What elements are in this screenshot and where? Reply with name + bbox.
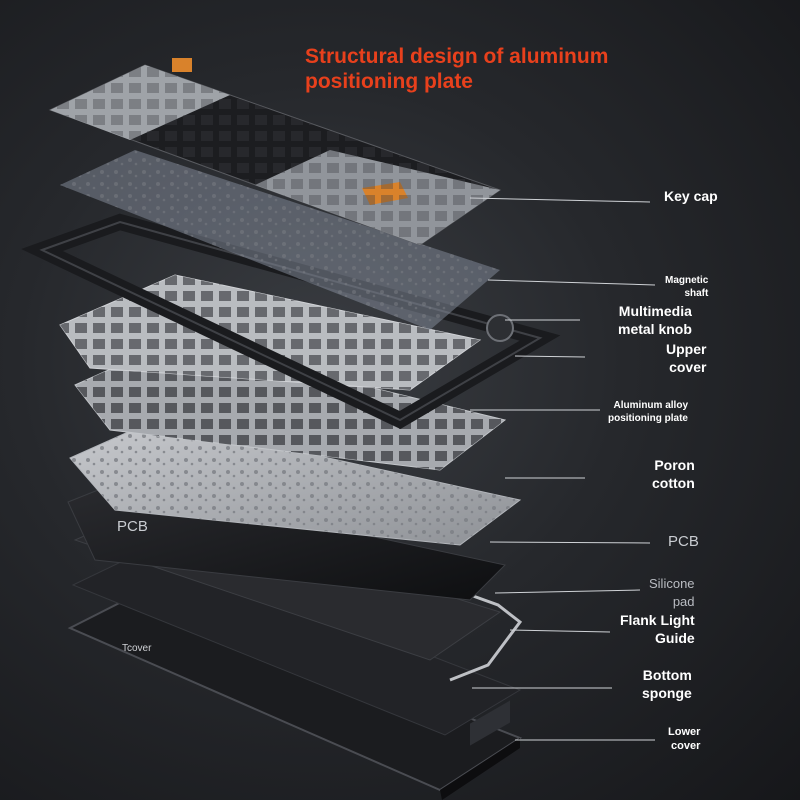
label-aluminum-plate: Aluminum alloy positioning plate	[608, 400, 688, 424]
label-silicone-pad: Silicone pad	[649, 576, 695, 609]
title-line-1: Structural design of aluminum	[305, 45, 609, 68]
label-lower-cover: Lower cover	[668, 726, 701, 752]
label-key-cap: Key cap	[664, 188, 718, 204]
upper-cover-layer	[21, 213, 561, 430]
label-upper-cover: Upper cover	[666, 341, 707, 375]
leader-lines	[469, 197, 656, 741]
cover-board-text: Tcover	[122, 643, 152, 654]
label-flank-light-guide: Flank Light Guide	[620, 612, 695, 646]
label-magnetic-shaft: Magnetic shaft	[665, 275, 709, 299]
label-multimedia-knob: Multimedia metal knob	[618, 303, 692, 337]
switch-layer	[60, 150, 500, 330]
label-poron-cotton: Poron cotton	[652, 457, 695, 491]
label-pcb: PCB	[668, 533, 699, 550]
poron-cotton-layer	[69, 419, 522, 546]
keycap-layer	[48, 58, 502, 246]
title-line-2: positioning plate	[305, 70, 473, 93]
pcb-board-text: PCB	[117, 518, 148, 535]
accent-keycap	[172, 58, 192, 72]
label-bottom-sponge: Bottom sponge	[642, 667, 692, 701]
diagram-title: Structural design of aluminum positionin…	[305, 44, 608, 94]
flank-light-guide-layer	[449, 590, 523, 682]
